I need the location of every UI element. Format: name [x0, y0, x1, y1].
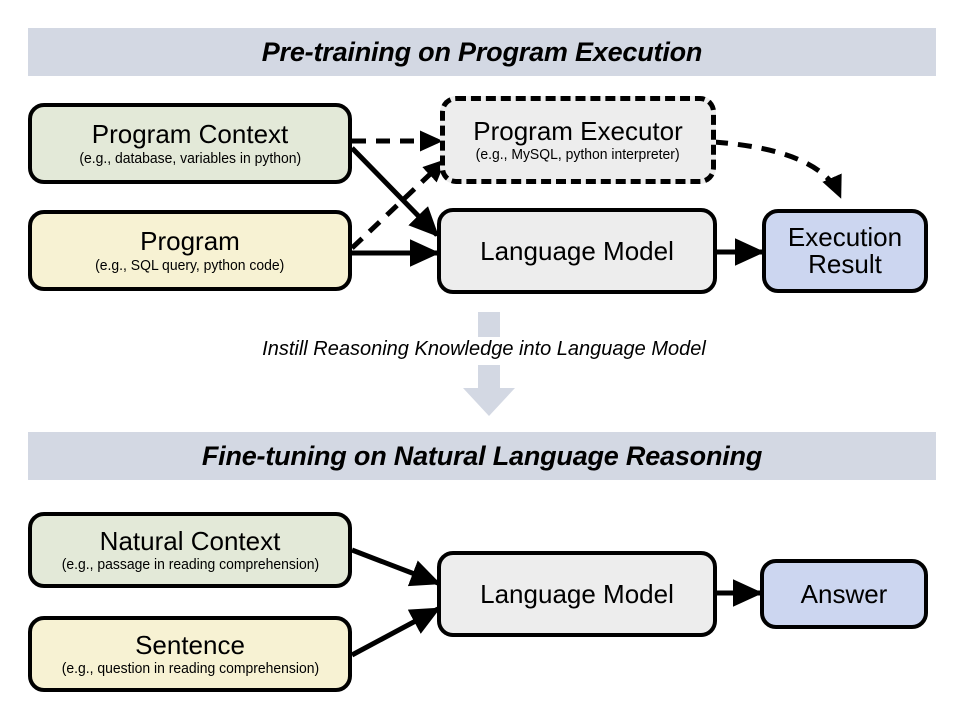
- node-sentence-subtitle: (e.g., question in reading comprehension…: [61, 660, 319, 678]
- node-program-context[interactable]: Program Context (e.g., database, variabl…: [28, 103, 352, 184]
- node-program-executor-title: Program Executor: [473, 115, 683, 146]
- edge-context-to-model: [350, 146, 440, 238]
- node-program-context-title: Program Context: [91, 119, 289, 150]
- node-natural-context-title: Natural Context: [99, 525, 281, 556]
- node-language-model-bottom-title: Language Model: [480, 578, 674, 609]
- edge-natural-context-to-model: [351, 547, 441, 587]
- top-section-title: Pre-training on Program Execution: [261, 36, 703, 67]
- node-language-model-bottom[interactable]: Language Model: [437, 551, 717, 637]
- transition-caption: Instill Reasoning Knowledge into Languag…: [262, 338, 706, 360]
- bottom-section-banner: Fine-tuning on Natural Language Reasonin…: [28, 432, 936, 480]
- node-program-subtitle: (e.g., SQL query, python code): [95, 256, 285, 274]
- node-execution-result[interactable]: Execution Result: [762, 209, 928, 293]
- node-language-model-top[interactable]: Language Model: [437, 208, 717, 294]
- node-sentence-title: Sentence: [135, 629, 245, 660]
- edge-sentence-to-model: [350, 606, 441, 658]
- bottom-section-title: Fine-tuning on Natural Language Reasonin…: [201, 440, 763, 471]
- node-execution-result-title: Execution Result: [787, 221, 903, 279]
- node-natural-context[interactable]: Natural Context (e.g., passage in readin…: [28, 512, 352, 588]
- transition-down-arrow-icon: [463, 312, 515, 416]
- edge-program-to-executor: [350, 158, 447, 250]
- node-answer[interactable]: Answer: [760, 559, 928, 629]
- node-answer-title: Answer: [800, 578, 888, 609]
- node-language-model-top-title: Language Model: [480, 235, 674, 266]
- node-natural-context-subtitle: (e.g., passage in reading comprehension): [61, 556, 319, 574]
- node-program-title: Program: [140, 226, 240, 257]
- edge-executor-to-result: [713, 139, 843, 199]
- node-program-executor[interactable]: Program Executor (e.g., MySQL, python in…: [440, 96, 716, 184]
- top-section-banner: Pre-training on Program Execution: [28, 28, 936, 76]
- node-program-context-subtitle: (e.g., database, variables in python): [79, 149, 301, 167]
- node-program-executor-subtitle: (e.g., MySQL, python interpreter): [476, 146, 680, 164]
- node-program[interactable]: Program (e.g., SQL query, python code): [28, 210, 352, 291]
- node-sentence[interactable]: Sentence (e.g., question in reading comp…: [28, 616, 352, 692]
